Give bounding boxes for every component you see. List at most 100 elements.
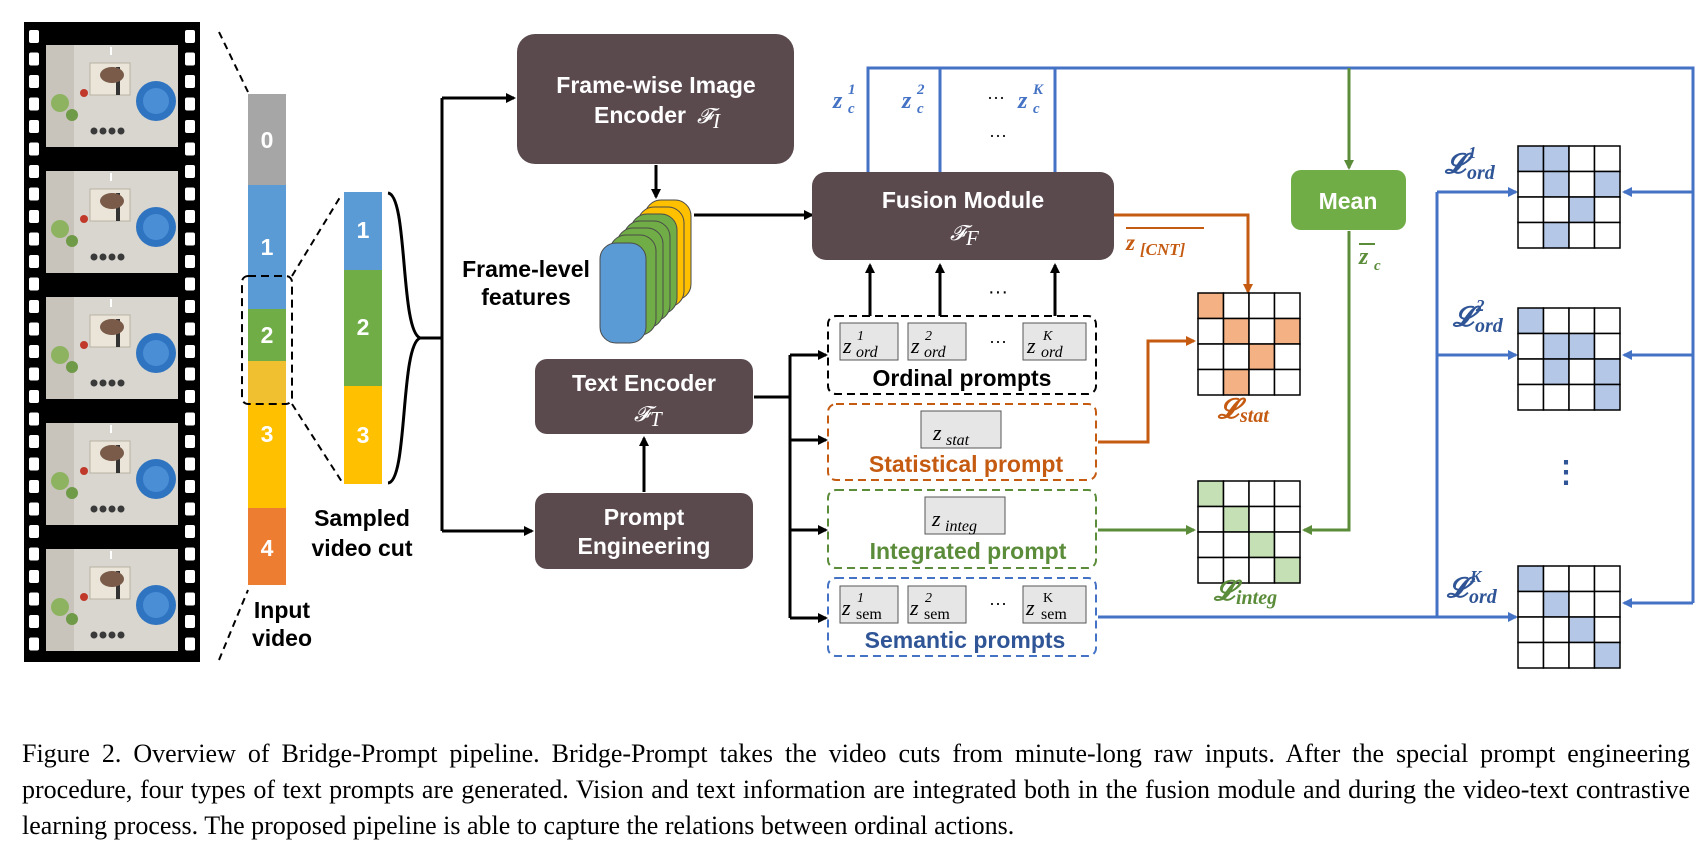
image-encoder-sub: I bbox=[712, 109, 721, 133]
grid-cell bbox=[1542, 641, 1570, 669]
zc2-sub: c bbox=[917, 101, 924, 117]
sprocket-hole bbox=[185, 210, 195, 223]
frame-features-label: Frame-level bbox=[462, 256, 590, 282]
grid-cell bbox=[1222, 556, 1250, 584]
sem1-z: z bbox=[841, 595, 851, 620]
sprocket-hole bbox=[185, 570, 195, 583]
zc-ellipsis: ··· bbox=[987, 88, 1005, 108]
ord2-loss-sup: 2 bbox=[1475, 296, 1485, 315]
grid-cell bbox=[1593, 616, 1621, 644]
stat-loss-sub: stat bbox=[1239, 405, 1270, 427]
sampled-cut-label-2: video cut bbox=[312, 535, 413, 561]
sprocket-hole bbox=[29, 322, 39, 336]
zc2-label: z bbox=[901, 88, 912, 114]
semK-sub: sem bbox=[1041, 606, 1067, 623]
frame-features-stack bbox=[599, 199, 692, 344]
grid-cell-filled bbox=[1517, 307, 1545, 335]
grid-cell bbox=[1568, 641, 1596, 669]
grid-cell bbox=[1517, 221, 1545, 249]
prompt-engineering-box: Prompt Engineering bbox=[535, 493, 753, 569]
grid-cell bbox=[1593, 590, 1621, 618]
grid-cell bbox=[1222, 343, 1250, 371]
grid-cell bbox=[1197, 531, 1225, 559]
grid-cell-filled bbox=[1197, 292, 1225, 320]
grid-cell-filled bbox=[1517, 145, 1545, 173]
grid-cell-filled bbox=[1542, 170, 1570, 198]
ord1-loss-sup: 1 bbox=[1468, 143, 1477, 162]
segment-4-label: 4 bbox=[261, 535, 274, 561]
ord2-loss-grid bbox=[1517, 307, 1621, 411]
sem1-sub: sem bbox=[856, 606, 882, 623]
grid-cell bbox=[1517, 616, 1545, 644]
input-video-label-2: video bbox=[252, 625, 312, 651]
ord-vertical-ellipsis: ⋮ bbox=[1551, 456, 1581, 489]
grid-cell bbox=[1593, 196, 1621, 224]
grid-cell-filled bbox=[1222, 317, 1250, 345]
segment-3 bbox=[248, 403, 286, 508]
grid-cell-filled bbox=[1517, 565, 1545, 593]
zc-ellipsis-2: ··· bbox=[989, 126, 1007, 146]
sprocket-hole bbox=[29, 300, 39, 313]
sprocket-hole bbox=[185, 52, 195, 66]
grid-cell-filled bbox=[1593, 358, 1621, 386]
sprocket-hole bbox=[29, 30, 39, 43]
sprocket-hole bbox=[185, 322, 195, 336]
grid-cell-filled bbox=[1542, 358, 1570, 386]
sprocket-hole bbox=[29, 615, 39, 628]
grid-cell bbox=[1593, 565, 1621, 593]
sprocket-hole bbox=[29, 435, 39, 448]
sem2-z: z bbox=[909, 595, 919, 620]
semK-z: z bbox=[1025, 595, 1035, 620]
pipeline-diagram: 0 1 2 3 4 Input video 1 2 3 Sampled vide… bbox=[24, 22, 1695, 669]
sprocket-hole bbox=[185, 142, 195, 156]
sprocket-hole bbox=[29, 502, 39, 516]
figure-caption: Figure 2. Overview of Bridge-Prompt pipe… bbox=[22, 739, 1690, 840]
sprocket-hole bbox=[29, 97, 39, 111]
sprocket-hole bbox=[29, 412, 39, 426]
ord2-loss-sub: ord bbox=[1475, 315, 1504, 337]
kitchen-frame-image bbox=[46, 297, 178, 399]
sem1-sup: 1 bbox=[857, 591, 864, 606]
sprocket-hole bbox=[185, 165, 195, 178]
zcnt-sub: [CNT] bbox=[1140, 240, 1186, 259]
sprocket-hole bbox=[185, 232, 195, 246]
grid-cell bbox=[1593, 221, 1621, 249]
sprocket-hole bbox=[29, 637, 39, 651]
ord1-sup: 1 bbox=[857, 329, 864, 344]
sprocket-hole bbox=[29, 142, 39, 156]
semK-sup: K bbox=[1043, 591, 1053, 606]
sprocket-hole bbox=[29, 187, 39, 201]
integ-loss-grid bbox=[1197, 480, 1301, 584]
integ-loss-sub: integ bbox=[1236, 587, 1277, 609]
input-video-label: Input bbox=[254, 597, 311, 623]
grid-cell bbox=[1273, 368, 1301, 396]
sprocket-hole bbox=[185, 345, 195, 358]
grid-cell bbox=[1517, 590, 1545, 618]
ord2-z: z bbox=[910, 333, 920, 358]
integ-sub: integ bbox=[945, 518, 977, 535]
grid-cell-filled bbox=[1593, 641, 1621, 669]
sprocket-hole bbox=[185, 525, 195, 538]
grid-cell-filled bbox=[1593, 383, 1621, 411]
prompt-engineering-title-2: Engineering bbox=[578, 533, 711, 559]
grid-cell-filled bbox=[1542, 332, 1570, 360]
sprocket-hole bbox=[185, 97, 195, 111]
sprocket-hole bbox=[29, 75, 39, 88]
text-encoder-title: Text Encoder bbox=[572, 370, 716, 396]
segment-0-label: 0 bbox=[261, 127, 274, 153]
zc1-label: z bbox=[832, 88, 843, 114]
sprocket-hole bbox=[185, 30, 195, 43]
grid-cell bbox=[1593, 307, 1621, 335]
grid-cell bbox=[1517, 332, 1545, 360]
semantic-prompts-box: z 1 sem z 2 sem ··· z K sem Semantic pro… bbox=[827, 577, 1097, 657]
grid-cell bbox=[1568, 383, 1596, 411]
zcK-sup: K bbox=[1032, 82, 1044, 98]
fusion-inputs-ellipsis: ··· bbox=[988, 281, 1008, 303]
grid-cell bbox=[1197, 343, 1225, 371]
grid-cell-filled bbox=[1222, 505, 1250, 533]
ord1-loss-sub: ord bbox=[1467, 162, 1496, 184]
segment-2 bbox=[248, 309, 286, 361]
grid-cell-filled bbox=[1542, 221, 1570, 249]
sprocket-hole bbox=[29, 570, 39, 583]
zc1-sub: c bbox=[848, 101, 855, 117]
